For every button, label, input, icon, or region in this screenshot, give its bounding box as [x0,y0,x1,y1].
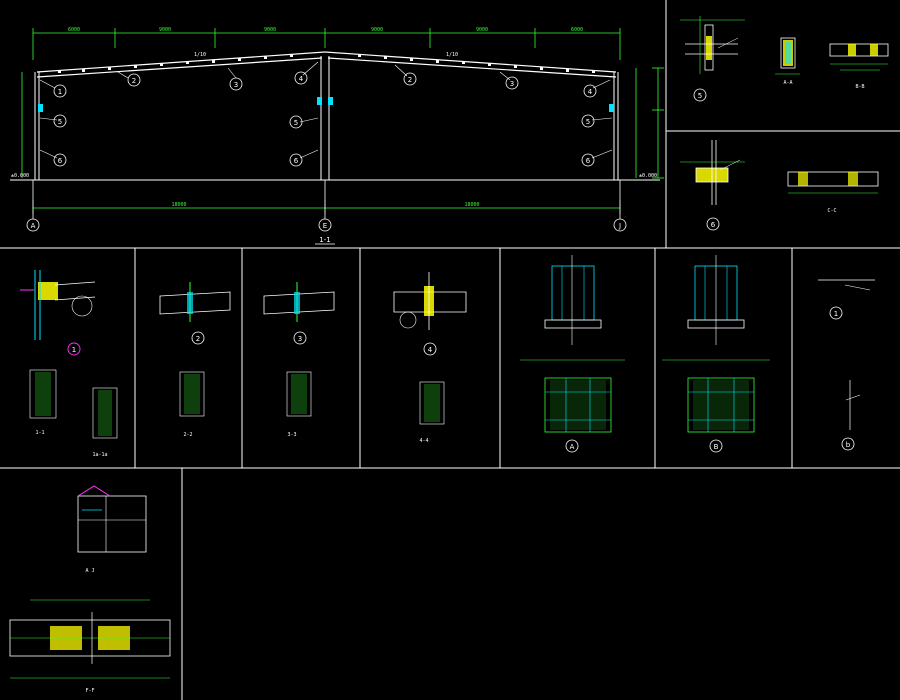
callout-circle [53,153,67,167]
callout-circle [583,84,597,98]
gable-detail-group: A J [77,485,147,574]
base-detail-b-group: B [662,255,770,453]
dim-text: 6000 [571,27,583,33]
callout-circle [53,114,67,128]
haunch-plates [38,97,614,112]
dim-text: 18000 [171,202,186,208]
detail-label: 2 [196,335,200,343]
callout-number: 6 [58,157,63,165]
top-dimension-chain [21,28,664,214]
dim-text: 9000 [371,27,383,33]
callout-circle [289,115,303,129]
detail-label: B [714,443,719,451]
callout-number: 3 [510,80,514,88]
callout-number: 5 [294,119,298,127]
detail-label: 4 [428,346,433,354]
detail-5-group: 5 [680,16,745,102]
section-label: 1-1 [35,430,44,436]
section-cc-group: C-C [787,171,879,214]
elevation-text: ±0.000 [639,173,657,179]
callout-circle [289,153,303,167]
section-bb-group: B-B [829,43,889,90]
callout-number: 3 [234,81,238,89]
node-4-group: 4 4-4 [393,272,467,444]
axis-label: A [31,222,36,230]
callout-circle [581,153,595,167]
section-label: A-A [783,80,792,86]
callout-number: 2 [132,77,136,85]
detail-label: 3 [298,335,302,343]
section-label: A J [85,568,94,574]
rafters [36,51,617,78]
axis-label: J [618,222,621,230]
frame-elevation: 1 2 3 4 2 3 4 5 6 5 6 5 6 6000 9000 9000… [10,27,664,245]
base-detail-a-group: A [520,255,625,453]
slope-text: 1/10 [446,52,458,58]
section-ff-group: F-F [9,599,171,694]
detail-label: 1 [834,310,838,318]
view-title: 1-1 [319,236,330,244]
node-1-group: 1 1-1 1a-1a [20,270,118,458]
callout-circle [581,114,595,128]
node-callouts [53,71,597,167]
section-label: 3-3 [287,432,296,438]
small-details-group: 1 b [818,279,875,451]
node-2-group: 2 2-2 [159,282,231,438]
dim-text: 18000 [464,202,479,208]
section-label: F-F [85,688,94,694]
columns [34,56,619,180]
callout-number: 2 [408,76,412,84]
node-3-group: 3 3-3 [263,282,335,438]
detail-label: 1 [72,346,76,354]
dim-text: 9000 [159,27,171,33]
callout-number: 4 [588,88,593,96]
elevation-text: ±0.000 [11,173,29,179]
callout-number: 4 [299,75,304,83]
callout-circle [127,73,141,87]
detail-label: 6 [711,221,716,229]
section-aa-group: A-A [775,37,800,86]
callout-circle [53,84,67,98]
section-label: 2-2 [183,432,192,438]
axis-label: E [323,222,327,230]
dim-text: 9000 [264,27,276,33]
section-label: C-C [827,208,836,214]
callout-circle [294,71,308,85]
section-label: B-B [855,84,864,90]
section-label: 1a-1a [92,452,107,458]
axis-bubbles [26,180,627,232]
slope-text: 1/10 [194,52,206,58]
callout-number: 5 [58,118,62,126]
node-callout-numbers: 1 2 3 4 2 3 4 5 6 5 6 5 6 [58,75,593,165]
dim-text: 6000 [68,27,80,33]
callout-number: 5 [586,118,590,126]
callout-circle [505,76,519,90]
callout-number: 6 [586,157,591,165]
callout-circle [229,77,243,91]
section-label: 4-4 [419,438,428,444]
purlins [58,54,595,73]
callout-number: 1 [58,88,62,96]
dim-text: 9000 [476,27,488,33]
leader-lines [39,61,613,159]
detail-label: A [570,443,575,451]
dimension-texts: 6000 9000 9000 9000 9000 6000 18000 1800… [11,27,657,208]
callout-number: 6 [294,157,299,165]
detail-label: b [846,441,851,449]
detail-label: 5 [698,92,702,100]
callout-circle [403,72,417,86]
detail-6-group: 6 [680,140,745,231]
